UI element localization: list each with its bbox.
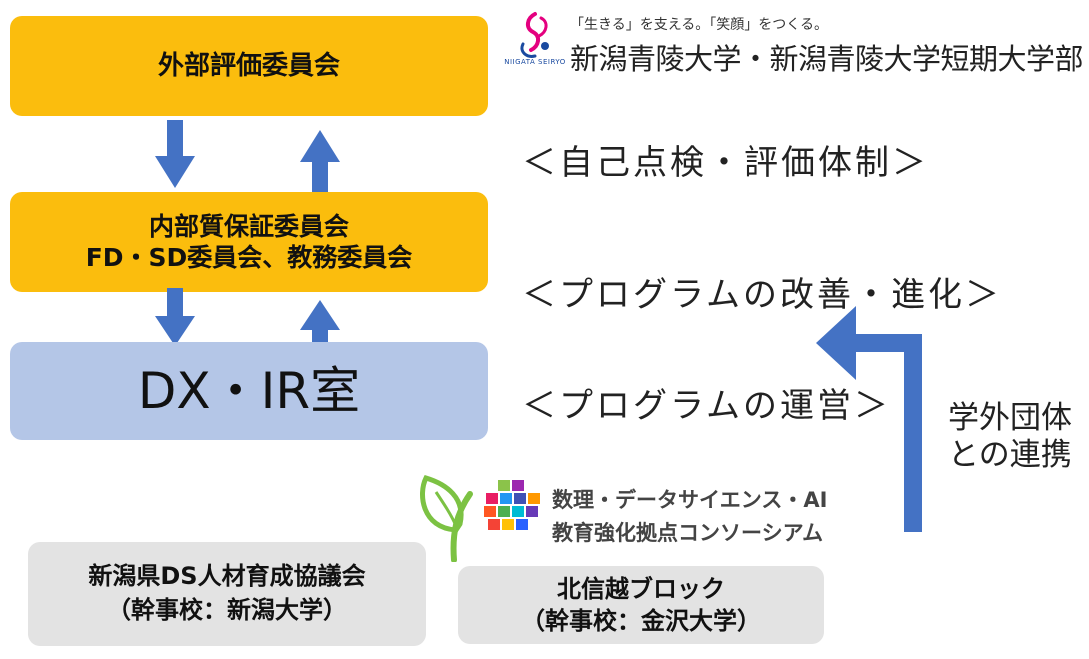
consortium-name: 数理・データサイエンス・AI 教育強化拠点コンソーシアム [552,484,827,549]
hokushinetsu-block: 北信越ブロック （幹事校：金沢大学） [458,566,824,644]
collaboration-arrow [816,306,922,532]
leaf-logo-icon [420,474,473,562]
niigata-ds-council: 新潟県DS人材育成協議会 （幹事校：新潟大学） [28,542,426,646]
self-check-label: ＜自己点検・評価体制＞ [522,143,929,183]
arrow-down-1 [155,120,195,188]
niigata-council-line2: （幹事校：新潟大学） [107,596,347,624]
header-tagline: 「生きる」を支える。「笑顔」をつくる。 [570,17,829,33]
university-name: 新潟青陵大学・新潟青陵大学短期大学部 [570,42,1084,76]
consortium-line2: 教育強化拠点コンソーシアム [552,520,824,545]
collab-line1: 学外団体 [948,400,1072,436]
university-logo: NIIGATA SEIRYO [504,8,565,70]
hokushinetsu-line2: （幹事校：金沢大学） [521,607,761,635]
hokushinetsu-line1: 北信越ブロック [557,574,725,603]
program-operation-label: ＜プログラムの運営＞ [522,386,891,426]
logo-subtext: NIIGATA SEIRYO [504,58,566,66]
consortium-line1: 数理・データサイエンス・AI [552,488,828,512]
external-collaboration-label: 学外団体 との連携 [948,400,1072,474]
external-evaluation-committee: 外部評価委員会 [10,16,488,116]
dx-ir-label: DX・IR室 [137,361,361,420]
internal-committee-line1: 内部質保証委員会 [148,211,349,241]
dx-ir-office: DX・IR室 [10,342,488,440]
arrow-up-2 [300,300,340,362]
arrow-up-1 [300,130,340,196]
arrow-down-2 [155,288,195,346]
internal-quality-committee: 内部質保証委員会 FD・SD委員会、教務委員会 [10,192,488,292]
mosaic-logo-icon [484,480,540,530]
program-improvement-label: ＜プログラムの改善・進化＞ [522,275,1002,315]
internal-committee-line2: FD・SD委員会、教務委員会 [85,243,413,272]
collab-line2: との連携 [948,437,1072,474]
niigata-council-line1: 新潟県DS人材育成協議会 [88,562,366,591]
university-logo-mark [520,12,549,58]
external-committee-label: 外部評価委員会 [157,50,340,81]
